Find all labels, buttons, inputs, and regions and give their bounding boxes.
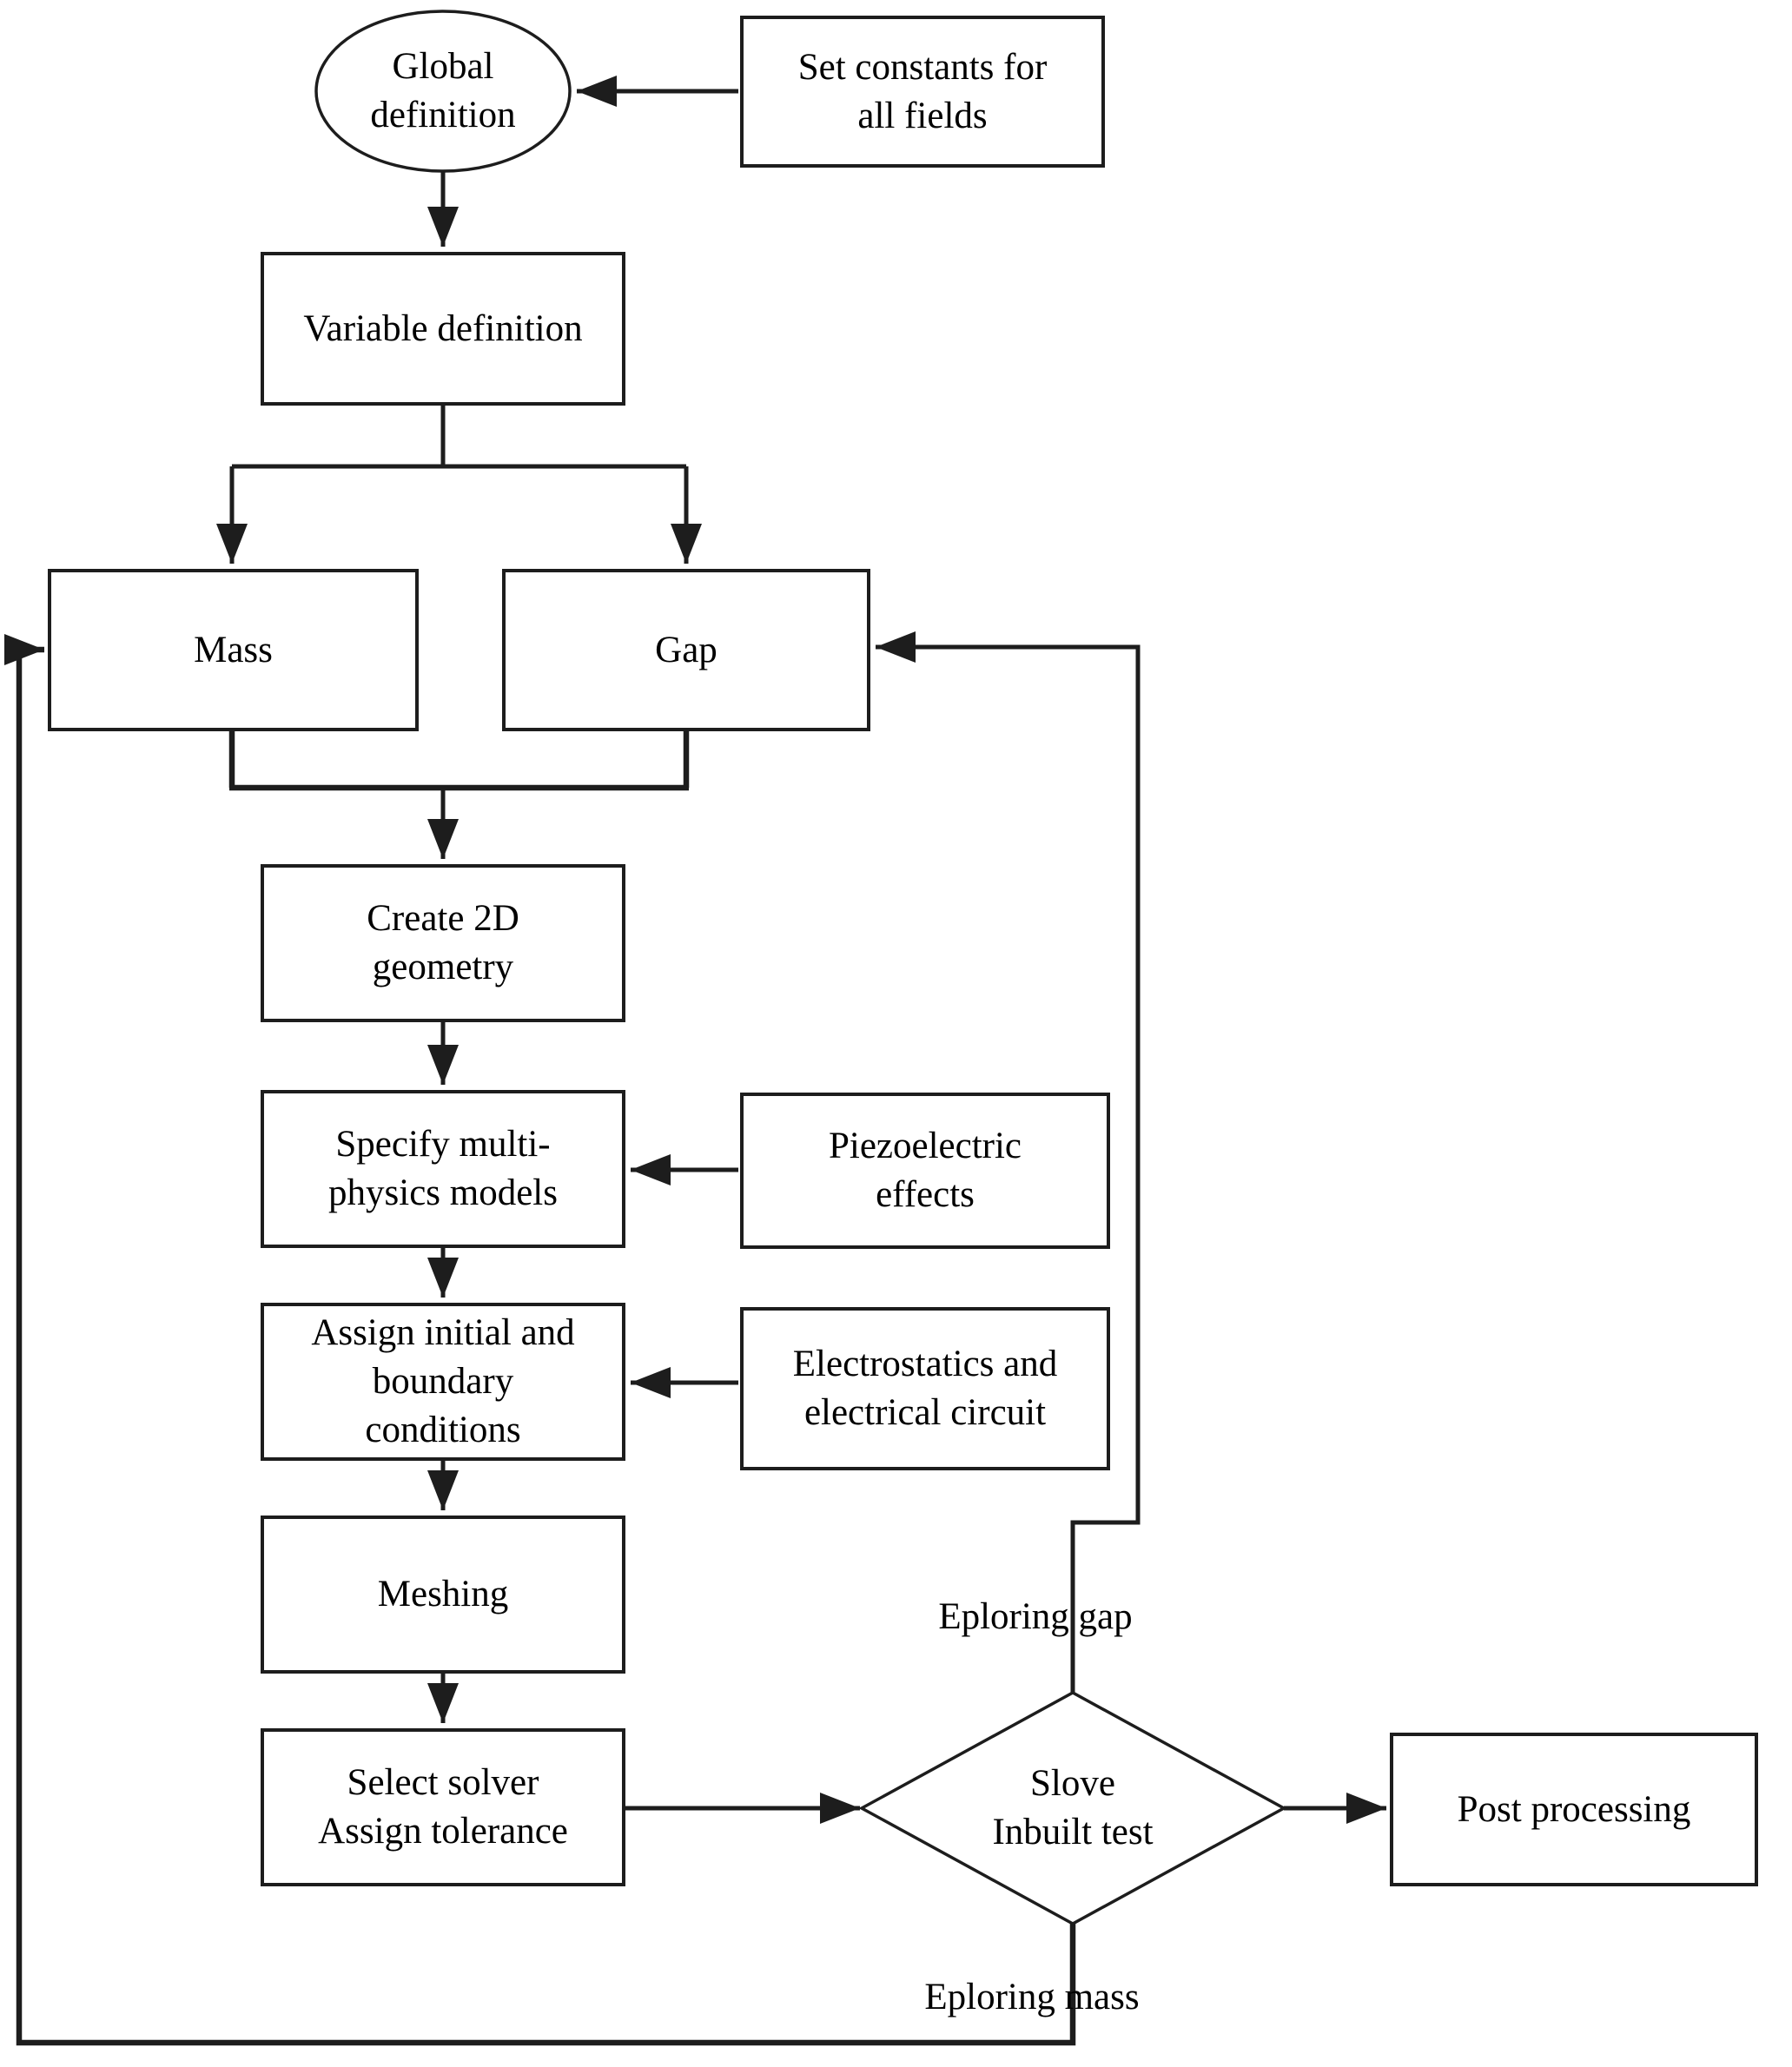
solve-inbuilt-test-diamond	[858, 1691, 1287, 1925]
node-set-constants: Set constants for all fields	[740, 16, 1105, 168]
node-post-processing-label: Post processing	[1457, 1788, 1691, 1830]
node-select-solver-label: Select solver Assign tolerance	[318, 1762, 568, 1852]
node-specify-multiphysics: Specify multi- physics models	[261, 1090, 625, 1248]
node-piezoelectric-effects-label: Piezoelectric effects	[828, 1126, 1022, 1215]
node-create-2d-geometry: Create 2D geometry	[261, 864, 625, 1022]
node-variable-definition: Variable definition	[261, 252, 625, 406]
node-mass-label: Mass	[194, 629, 273, 670]
node-gap: Gap	[502, 569, 870, 731]
node-post-processing: Post processing	[1390, 1733, 1758, 1886]
global-definition-ellipse	[314, 10, 572, 173]
line-variable-split	[232, 406, 686, 469]
node-specify-multiphysics-label: Specify multi- physics models	[328, 1124, 558, 1213]
node-electrostatics-label: Electrostatics and electrical circuit	[792, 1344, 1058, 1433]
node-variable-definition-label: Variable definition	[303, 307, 583, 349]
edge-label-exploring-gap: Eploring gap	[938, 1596, 1133, 1638]
node-gap-label: Gap	[655, 629, 717, 670]
node-set-constants-label: Set constants for all fields	[797, 46, 1048, 136]
node-create-2d-geometry-label: Create 2D geometry	[367, 898, 519, 987]
node-assign-conditions: Assign initial and boundary conditions	[261, 1303, 625, 1461]
node-meshing: Meshing	[261, 1516, 625, 1674]
node-select-solver: Select solver Assign tolerance	[261, 1728, 625, 1886]
arrow-feedback-exploring-mass	[4, 634, 1076, 2046]
node-piezoelectric-effects: Piezoelectric effects	[740, 1093, 1110, 1249]
node-meshing-label: Meshing	[377, 1574, 509, 1615]
node-assign-conditions-label: Assign initial and boundary conditions	[311, 1312, 575, 1450]
line-mass-gap-merge	[228, 731, 690, 791]
node-mass: Mass	[48, 569, 419, 731]
node-electrostatics: Electrostatics and electrical circuit	[740, 1307, 1110, 1470]
arrow-feedback-exploring-gap	[876, 631, 1141, 1693]
edge-label-exploring-mass: Eploring mass	[924, 1977, 1140, 2018]
